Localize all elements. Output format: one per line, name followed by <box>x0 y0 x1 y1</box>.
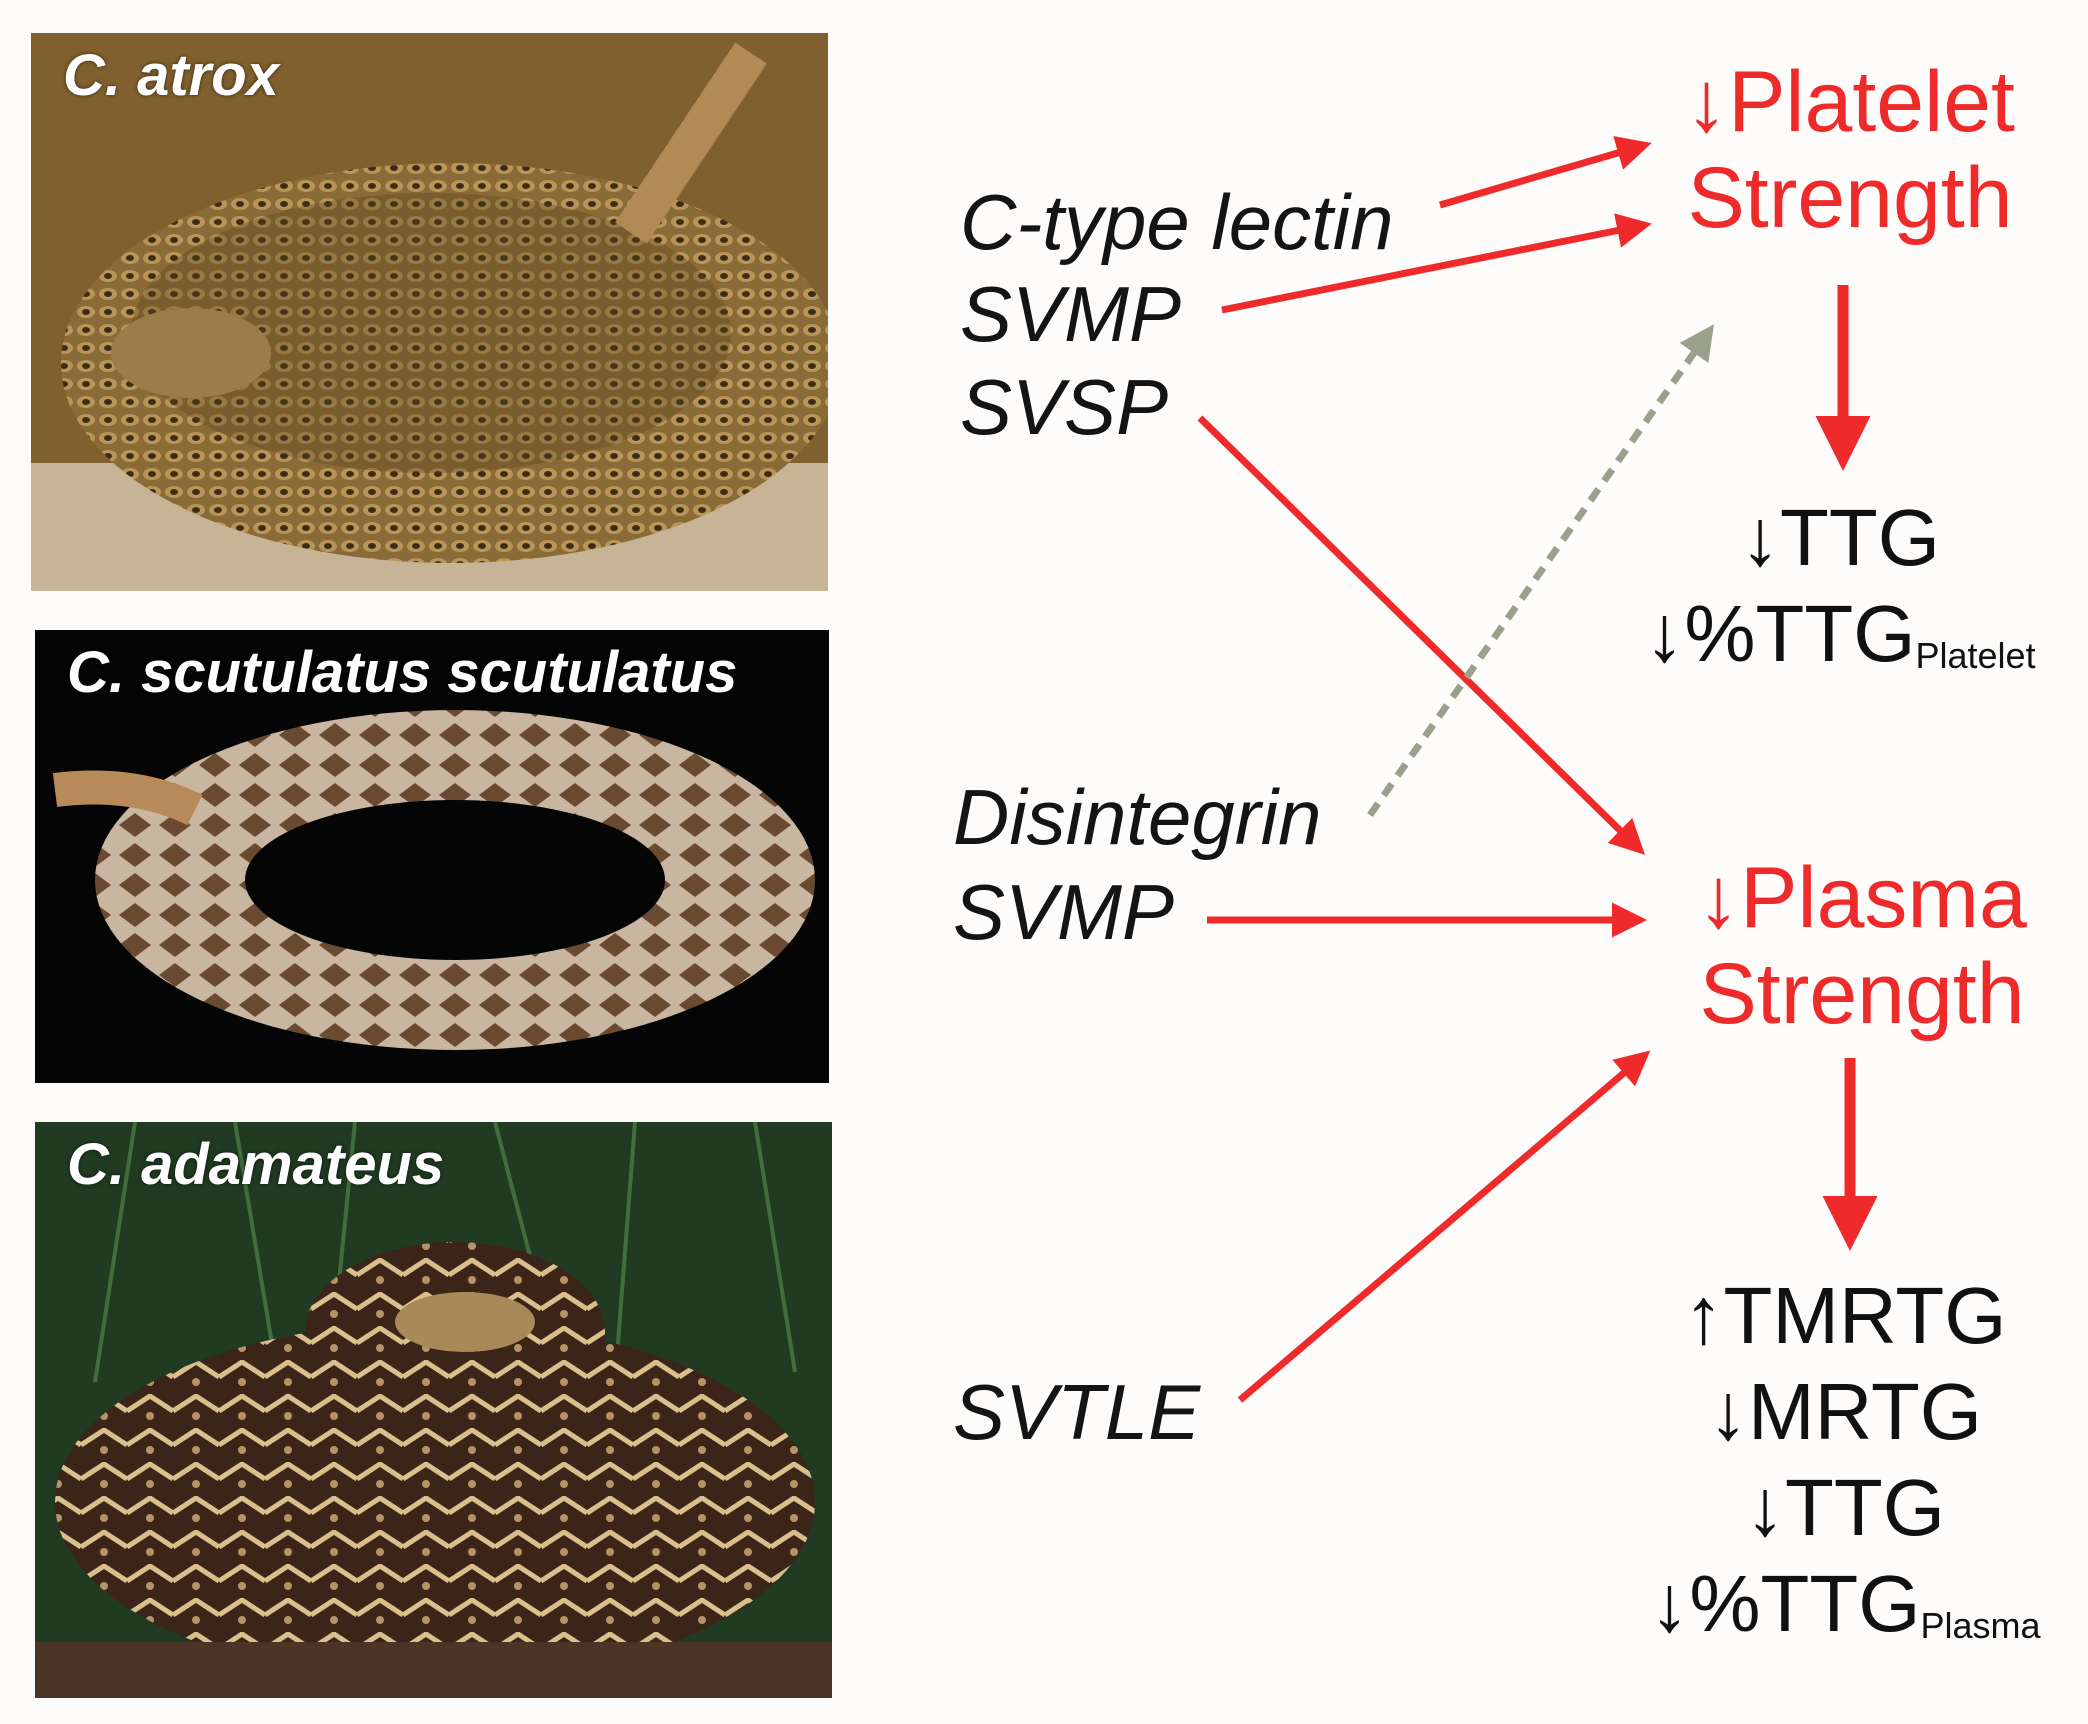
measure-row: ↓%TTGPlasma <box>1615 1556 2075 1652</box>
measure-row: ↑TMRTG <box>1615 1268 2075 1364</box>
snake-image-atrox <box>31 33 828 591</box>
plasma-measures: ↑TMRTG ↓MRTG ↓TTG ↓%TTGPlasma <box>1615 1268 2075 1652</box>
species-label-scutulatus: C. scutulatus scutulatus <box>67 640 738 705</box>
measure-subscript: Platelet <box>1915 635 2036 677</box>
platelet-strength-effect: ↓Platelet Strength <box>1660 54 2040 247</box>
measure-label: TTG <box>1785 1463 1945 1552</box>
down-arrow-icon: ↓ <box>1644 589 1685 678</box>
photo-c-scutulatus: C. scutulatus scutulatus <box>35 630 829 1083</box>
measure-label: MRTG <box>1747 1367 1983 1456</box>
toxin-c-type-lectin: C-type lectin <box>960 178 1394 266</box>
measure-label: %TTG <box>1689 1559 1921 1648</box>
measure-row: ↓TTG <box>1610 490 2070 586</box>
measure-row: ↓TTG <box>1615 1460 2075 1556</box>
toxin-svtle: SVTLE <box>953 1368 1201 1456</box>
species-label-atrox: C. atrox <box>63 43 279 108</box>
measure-row: ↓%TTGPlatelet <box>1610 586 2070 682</box>
plasma-strength-effect: ↓Plasma Strength <box>1672 850 2052 1043</box>
plasma-strength-line2: Strength <box>1699 946 2025 1043</box>
platelet-strength-line1: Platelet <box>1728 54 2015 150</box>
plasma-strength-line1: Plasma <box>1740 850 2027 946</box>
down-arrow-icon: ↓ <box>1745 1463 1786 1552</box>
photo-c-atrox: C. atrox <box>31 33 828 591</box>
photo-c-adamateus: C. adamateus <box>35 1122 832 1698</box>
platelet-measures: ↓TTG ↓%TTGPlatelet <box>1610 490 2070 682</box>
toxin-svsp: SVSP <box>960 363 1169 451</box>
arrow-svtle-to-plasma <box>1237 1050 1651 1403</box>
measure-label: TTG <box>1780 493 1940 582</box>
down-arrow-icon: ↓ <box>1740 493 1781 582</box>
snake-image-adamateus <box>35 1122 832 1698</box>
down-arrow-icon: ↓ <box>1697 850 1741 946</box>
measure-subscript: Plasma <box>1920 1605 2041 1647</box>
toxin-svmp-1: SVMP <box>960 270 1182 358</box>
measure-label: TMRTG <box>1723 1271 2007 1360</box>
platelet-strength-line2: Strength <box>1687 150 2013 247</box>
measure-row: ↓MRTG <box>1615 1364 2075 1460</box>
measure-label: %TTG <box>1684 589 1916 678</box>
arrow-lectin-to-platelet <box>1439 136 1652 209</box>
up-arrow-icon: ↑ <box>1683 1271 1724 1360</box>
down-arrow-icon: ↓ <box>1685 54 1729 150</box>
toxin-svmp-2: SVMP <box>953 868 1175 956</box>
down-arrow-icon: ↓ <box>1649 1559 1690 1648</box>
down-arrow-icon: ↓ <box>1707 1367 1748 1456</box>
toxin-disintegrin: Disintegrin <box>953 773 1322 861</box>
species-label-adamateus: C. adamateus <box>67 1132 445 1197</box>
snake-image-scutulatus <box>35 630 829 1083</box>
